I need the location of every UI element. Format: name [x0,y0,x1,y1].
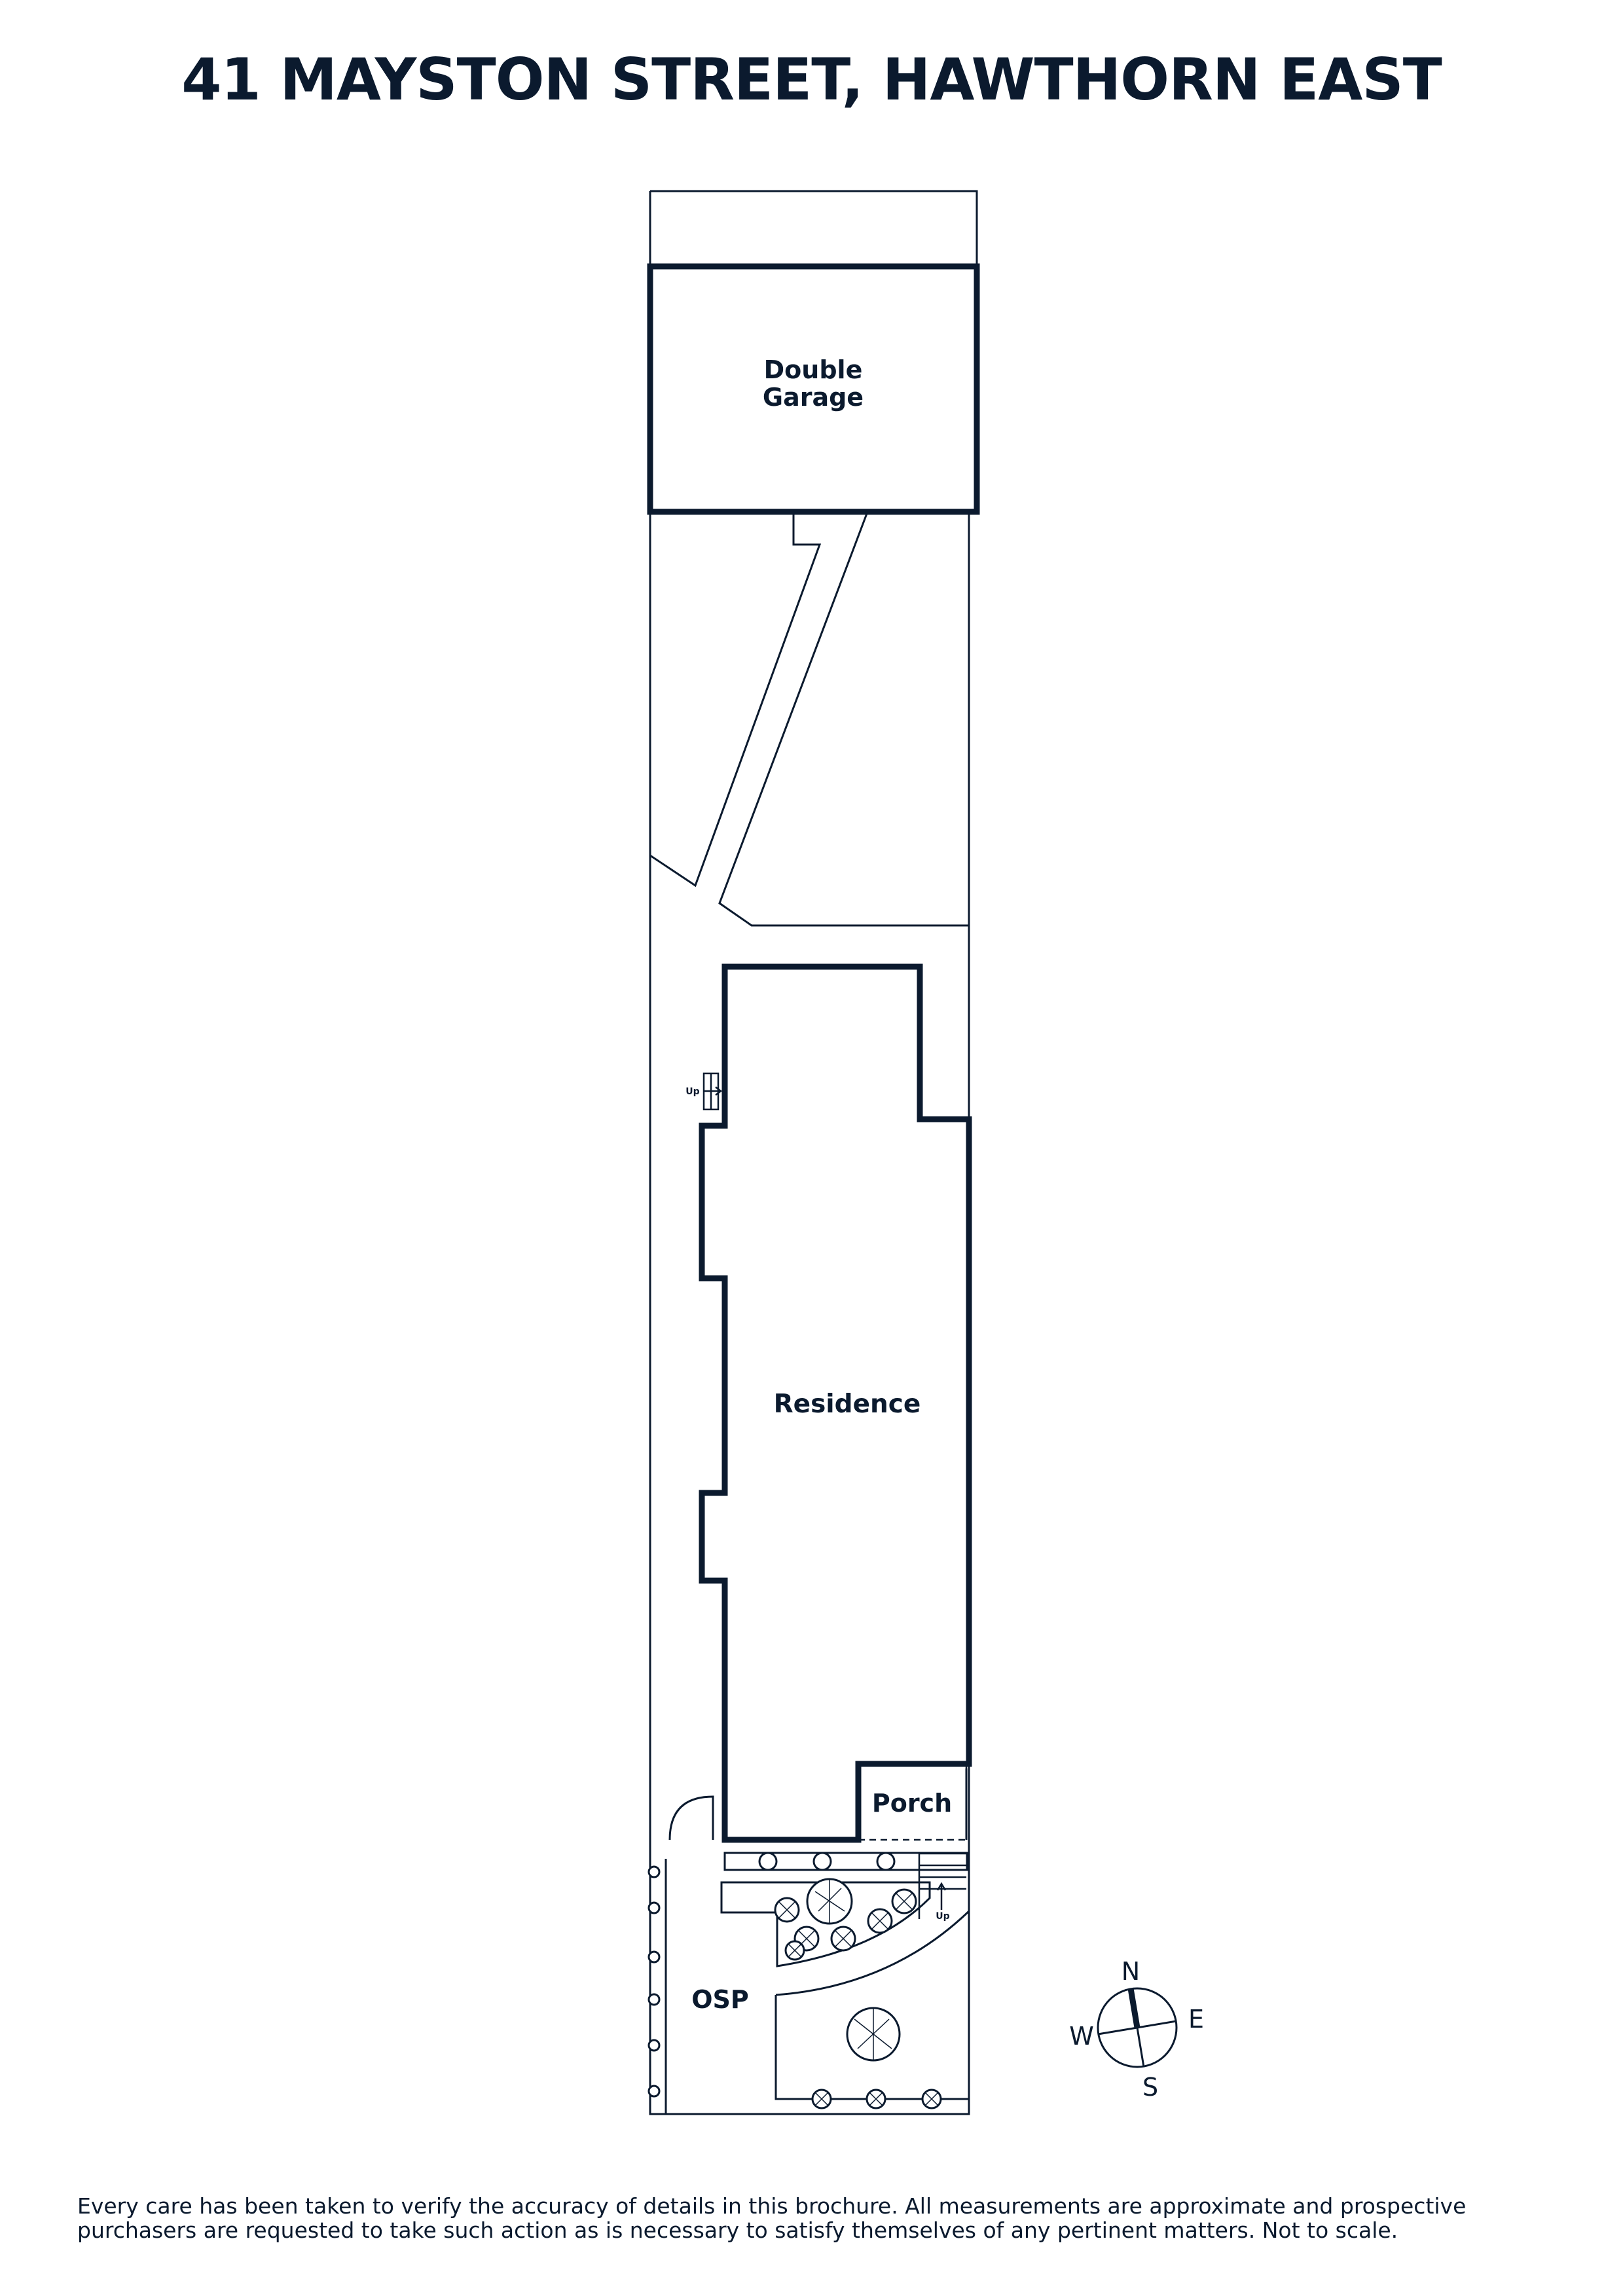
compass-needle-south [1136,2027,1145,2068]
shrub-icon [758,1852,778,1871]
side-step-up-label: Up [685,1086,699,1097]
side-step-arrowhead [715,1086,723,1096]
shrub-icon [647,1993,661,2006]
compass-south-label: S [1142,2073,1158,2102]
shrub-icon [647,1950,661,1964]
front-gate [668,1795,714,1840]
garage-outline [647,263,980,515]
compass-west-label: W [1069,2022,1094,2051]
front-steps [918,1852,966,1919]
compass-north-label: N [1122,1957,1140,1986]
residence-outline [699,963,972,1843]
shrub-hatching [778,1880,939,2106]
planter-box [723,1852,968,1871]
compass-needle-north [1127,1988,1140,2028]
garden-path [649,511,969,927]
front-step-up-label: Up [936,1911,949,1922]
disclaimer-line1: Every care has been taken to verify the … [77,2193,1467,2219]
garden-bed-upper [720,1881,931,1967]
osp-label: OSP [691,1985,749,2014]
garage-label-line1: Double [764,355,863,384]
shrub-icon [647,1865,661,1878]
shrub-icon [876,1852,896,1871]
disclaimer-line2: purchasers are requested to take such ac… [77,2217,1398,2243]
page-title: 41 MAYSTON STREET, HAWTHORN EAST [181,46,1442,113]
disclaimer: Every care has been taken to verify the … [77,2194,1550,2242]
shrubs [647,1852,942,2109]
residence-label: Residence [774,1390,921,1419]
compass-crossbar [1097,2020,1177,2036]
compass-east-label: E [1188,2005,1204,2034]
porch-label: Porch [872,1789,952,1818]
shrub-icon [647,1901,661,1914]
shrub-icon [647,2085,661,2098]
north-compass: N E S W [1069,1957,1204,2102]
garden-bed-lower [775,1909,970,2100]
garage-label-line2: Garage [763,383,864,412]
shrub-icon [647,2039,661,2052]
front-step-arrowhead [936,1882,947,1891]
shrub-icon [812,1852,832,1871]
